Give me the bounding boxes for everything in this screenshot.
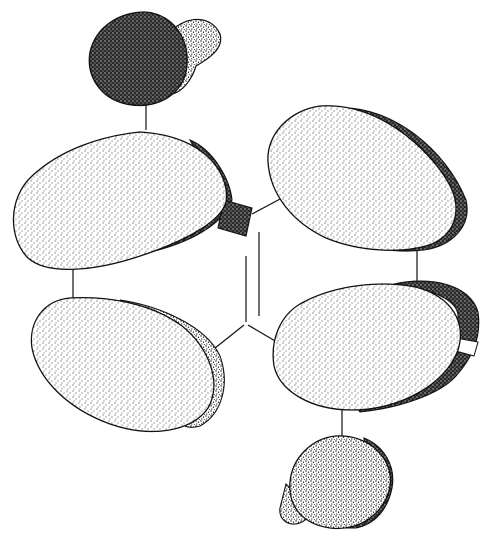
blob-bottom-small [280,436,393,529]
blob-lower-right [273,281,479,412]
blob-upper-left [13,132,252,269]
connector-double-bond-vertical [246,232,259,322]
blob-lower-left [31,298,224,432]
blob-top-small [89,12,220,106]
blob-upper-right [268,106,467,251]
connector-upper-left-to-upper-right [252,198,282,214]
